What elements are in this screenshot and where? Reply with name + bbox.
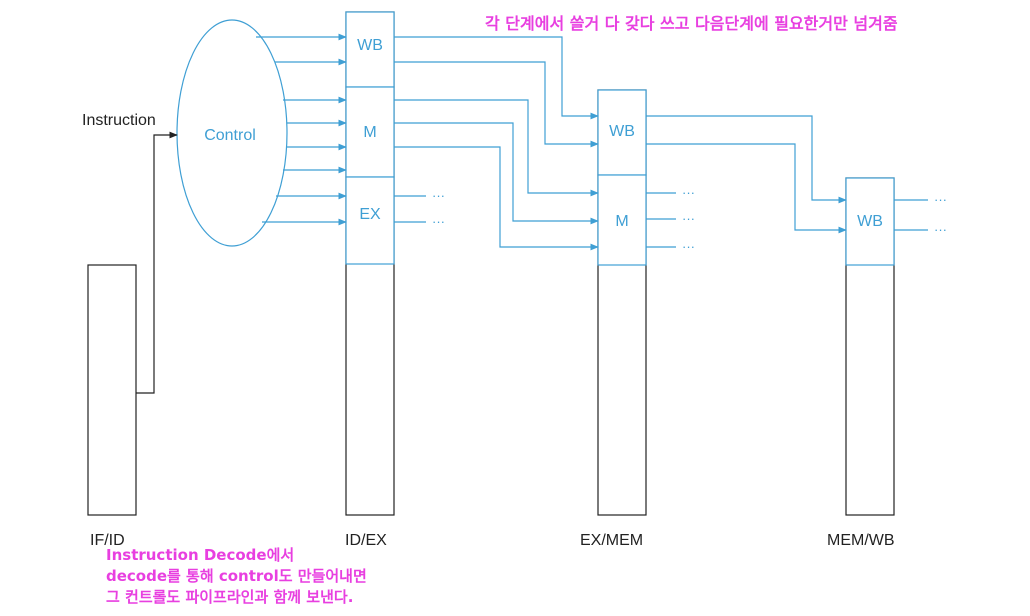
- ex-mem-wb-label: WB: [609, 123, 635, 140]
- ex-mem-m-label: M: [615, 213, 628, 230]
- ex-mem-register-label: EX/MEM: [580, 532, 643, 549]
- instruction-wire: [136, 131, 178, 394]
- ex-mem-to-mem-wb-wires: [646, 115, 847, 234]
- annotation-bottom-line3: 그 컨트롤도 파이프라인과 함께 보낸다.: [106, 588, 354, 606]
- id-ex-to-ex-mem-wires: [394, 36, 599, 251]
- dots-id-ex-2: ···: [432, 214, 445, 229]
- if-id-register: [87, 264, 137, 516]
- id-ex-ex-label: EX: [359, 206, 381, 223]
- id-ex-m-label: M: [363, 124, 376, 141]
- id-ex-register-label: ID/EX: [345, 532, 387, 549]
- dots-mem-wb-2: ···: [934, 222, 947, 237]
- id-ex-wb-label: WB: [357, 37, 383, 54]
- annotation-top: 각 단계에서 쓸거 다 갖다 쓰고 다음단계에 필요한거만 넘겨줌: [485, 14, 898, 33]
- dangling-outputs: [394, 192, 928, 248]
- if-id-label: IF/ID: [90, 532, 125, 549]
- dots-ex-mem-2: ···: [682, 211, 695, 226]
- annotation-bottom-line1: Instruction Decode에서: [106, 546, 295, 564]
- dots-ex-mem-3: ···: [682, 239, 695, 254]
- control-label: Control: [204, 127, 256, 144]
- id-ex-wb-box: [345, 11, 395, 88]
- annotation-bottom-line2: decode를 통해 control도 만들어내면: [106, 567, 367, 585]
- mem-wb-wb-box: [845, 177, 895, 266]
- instruction-label: Instruction: [82, 112, 156, 129]
- dots-id-ex-1: ···: [432, 188, 445, 203]
- annotation-bottom: Instruction Decode에서 decode를 통해 control도…: [106, 545, 367, 608]
- dots-mem-wb-1: ···: [934, 192, 947, 207]
- dots-ex-mem-1: ···: [682, 185, 695, 200]
- mem-wb-wb-label: WB: [857, 213, 883, 230]
- control-output-wires: [256, 33, 347, 226]
- mem-wb-register-label: MEM/WB: [827, 532, 895, 549]
